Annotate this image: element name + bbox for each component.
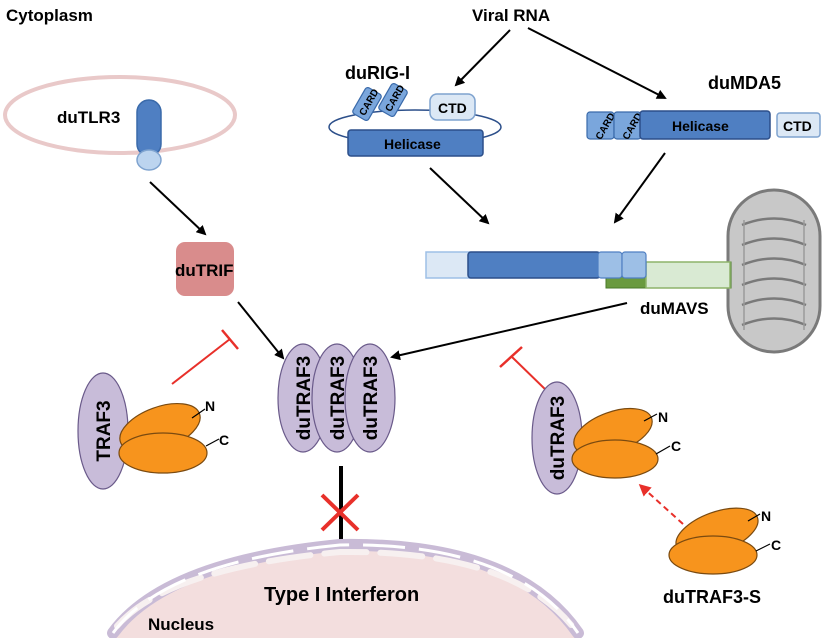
durigi-ctd-label: CTD <box>438 100 467 116</box>
arrow-rigi-to-mavs <box>429 167 490 225</box>
dumavs-card-1 <box>597 251 623 279</box>
durigi-label: duRIG-I <box>345 63 410 83</box>
dutraf3-monomer-3-label: duTRAF3 <box>361 356 382 440</box>
traf3-left-c: C <box>219 432 229 448</box>
dumda5-label: duMDA5 <box>708 73 781 93</box>
dumavs-tm-domain <box>645 261 731 289</box>
traf3-left-orange-bottom <box>118 432 208 474</box>
dumda5-ctd <box>776 112 821 138</box>
dumda5-ctd-label: CTD <box>783 118 812 134</box>
type-i-interferon-label: Type I Interferon <box>264 584 419 606</box>
dutraf3-right-orange-bottom <box>571 439 659 479</box>
arrow-mavs-to-traf3 <box>390 302 628 361</box>
dutlr3-label: duTLR3 <box>57 108 120 127</box>
durigi-card-1 <box>352 87 382 121</box>
dutraf3s-c: C <box>771 537 781 553</box>
dutrif-label: duTRIF <box>175 261 234 280</box>
durigi-card-2 <box>378 83 408 117</box>
dutraf3-monomer-2-label: duTRAF3 <box>328 356 349 440</box>
durigi-helicase <box>347 129 484 157</box>
nucleus <box>107 538 584 638</box>
arrow-rna-to-rigi <box>454 29 511 87</box>
dutraf3s-n: N <box>761 508 771 524</box>
dumda5-helicase-label: Helicase <box>672 118 729 134</box>
endosome-membrane <box>3 75 237 155</box>
cytoplasm-label: Cytoplasm <box>6 6 93 25</box>
arrow-rna-to-mda5 <box>527 27 667 99</box>
arrow-mda5-to-mavs <box>613 152 666 224</box>
durigi-helicase-label: Helicase <box>384 136 441 152</box>
inhibition-left <box>171 338 231 385</box>
dumavs-n-term <box>425 251 471 279</box>
dutraf3-right-n: N <box>658 409 668 425</box>
dutraf3-monomer-1-label: duTRAF3 <box>294 356 315 440</box>
durigi-ctd <box>429 93 476 121</box>
arrow-trif-to-traf3 <box>237 301 285 360</box>
dutraf3-monomer-3 <box>344 343 396 453</box>
dutraf3-right-c: C <box>671 438 681 454</box>
block-cross-icon <box>320 493 360 532</box>
dumavs-label: duMAVS <box>640 299 709 318</box>
dutlr3-receptor <box>136 99 162 157</box>
dutrif-box <box>176 242 234 296</box>
dumavs-body <box>467 251 601 279</box>
traf3-left-n: N <box>205 398 215 414</box>
inhibition-right-bar <box>499 346 523 368</box>
dutraf3-right-label: duTRAF3 <box>548 396 569 480</box>
mitochondrion <box>726 188 822 354</box>
inhibition-left-bar <box>221 329 239 350</box>
viral-rna-label: Viral RNA <box>472 6 550 25</box>
dutraf3s-orange-bottom <box>668 535 758 575</box>
dutraf3s-label: duTRAF3-S <box>663 587 761 607</box>
traf3-left-label: TRAF3 <box>94 400 115 461</box>
dutraf3-trimer: duTRAF3 duTRAF3 duTRAF3 <box>277 343 396 453</box>
dashed-arrow-traf3s <box>638 483 684 525</box>
arrow-tlr3-to-trif <box>149 181 207 236</box>
dutlr3-tir-domain <box>136 149 162 171</box>
dumda5-helicase <box>639 110 771 140</box>
nucleus-label: Nucleus <box>148 615 214 634</box>
inhibition-right <box>511 356 549 393</box>
dumavs-card-2 <box>621 251 647 279</box>
